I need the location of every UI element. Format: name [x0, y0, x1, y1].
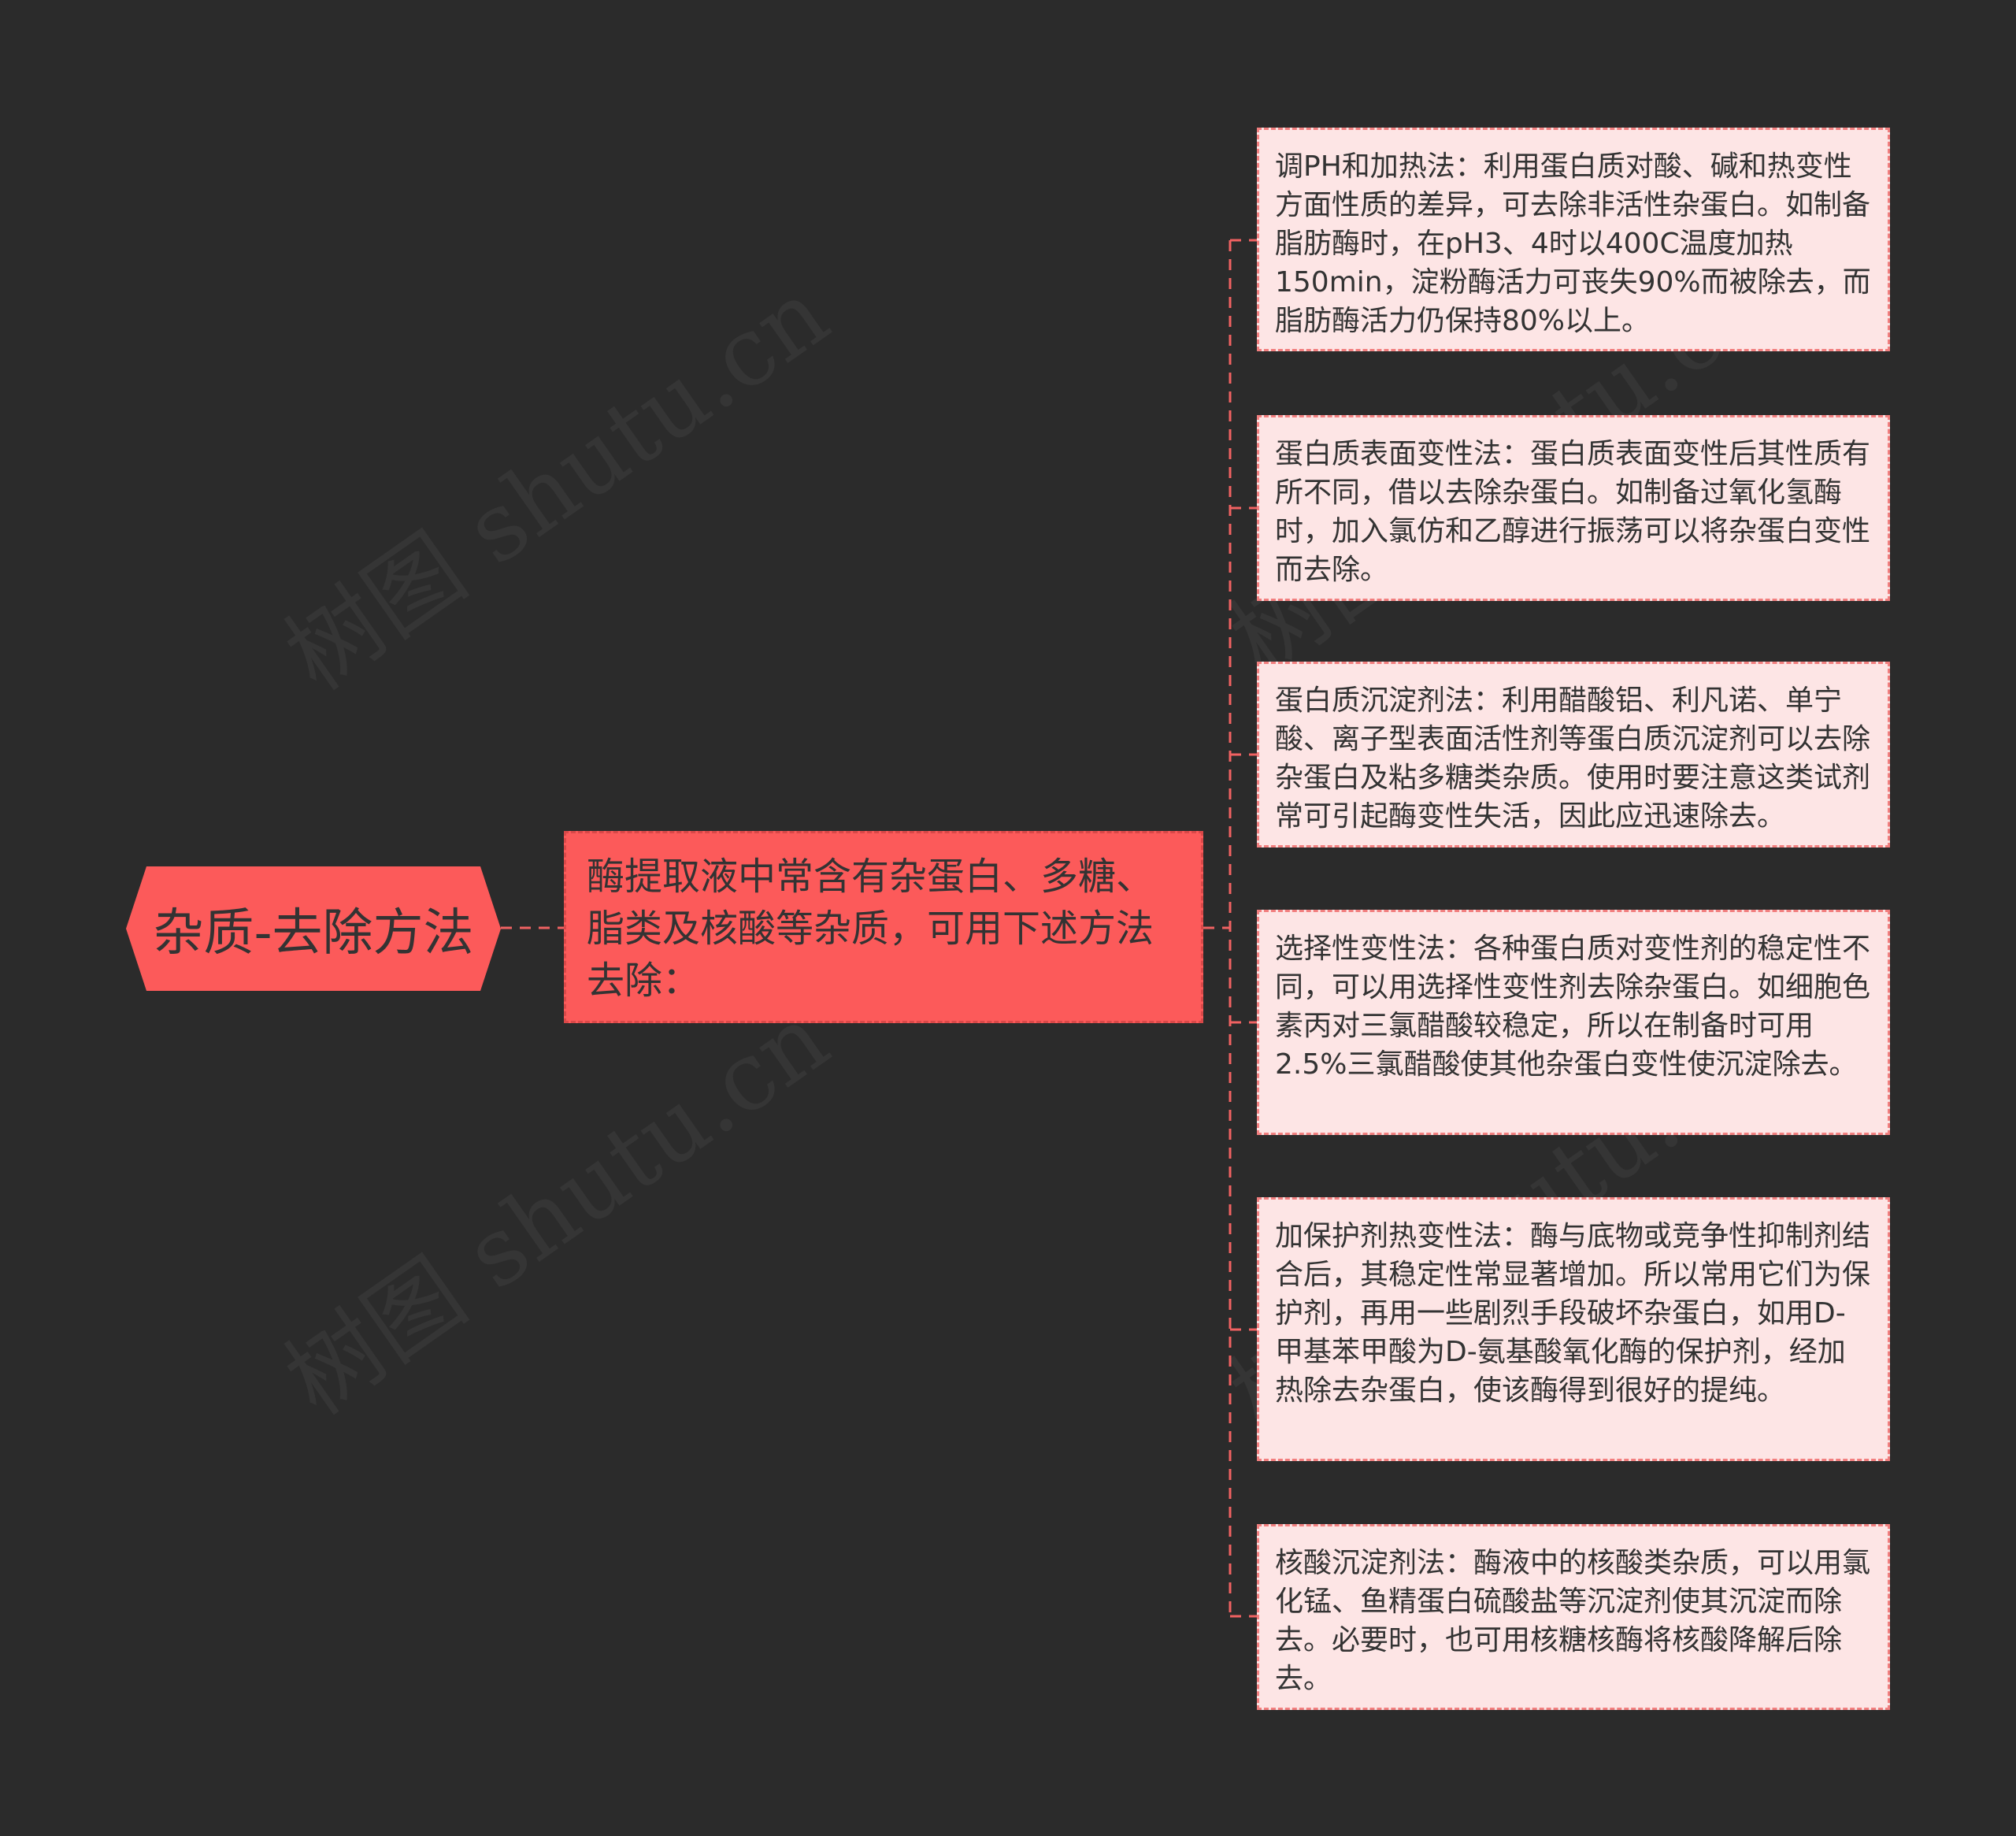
- subtopic-protective-agent-heating[interactable]: 加保护剂热变性法：酶与底物或竞争性抑制剂结合后，其稳定性常显著增加。所以常用它们…: [1257, 1197, 1890, 1461]
- subtopic-surface-denaturation[interactable]: 蛋白质表面变性法：蛋白质表面变性后其性质有所不同，借以去除杂蛋白。如制备过氧化氢…: [1257, 415, 1890, 601]
- subtopic-protein-precipitant[interactable]: 蛋白质沉淀剂法：利用醋酸铝、利凡诺、单宁酸、离子型表面活性剂等蛋白质沉淀剂可以去…: [1257, 662, 1890, 848]
- subtopic-nucleic-acid-precipitant[interactable]: 核酸沉淀剂法：酶液中的核酸类杂质，可以用氯化锰、鱼精蛋白硫酸盐等沉淀剂使其沉淀而…: [1257, 1524, 1890, 1710]
- root-hexagon-shape: [126, 866, 501, 991]
- root-topic[interactable]: 杂质-去除方法: [126, 866, 501, 991]
- main-topic[interactable]: 酶提取液中常含有杂蛋白、多糖、脂类及核酸等杂质，可用下述方法去除：: [564, 831, 1203, 1023]
- subtopic-selective-denaturation[interactable]: 选择性变性法：各种蛋白质对变性剂的稳定性不同，可以用选择性变性剂去除杂蛋白。如细…: [1257, 910, 1890, 1135]
- subtopic-ph-heating[interactable]: 调PH和加热法：利用蛋白质对酸、碱和热变性方面性质的差异，可去除非活性杂蛋白。如…: [1257, 128, 1890, 351]
- root-topic-label: 杂质-去除方法: [153, 904, 474, 963]
